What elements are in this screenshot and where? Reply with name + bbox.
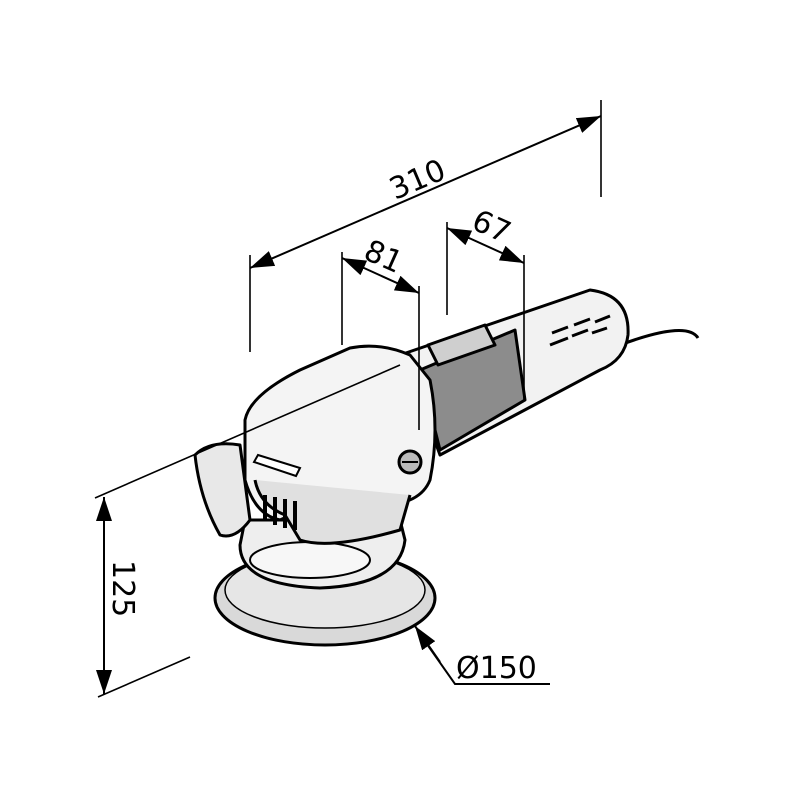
direction-arrow-icon [252, 453, 302, 478]
dimension-label-125: 125 [105, 560, 140, 617]
dimension-label-81: 81 [359, 233, 408, 281]
vent-slots-icon [549, 314, 611, 347]
sander-illustration [193, 288, 700, 647]
dimension-125: 125 [94, 364, 401, 698]
switch [426, 323, 497, 367]
sander-head [243, 344, 437, 522]
dimension-label-310: 310 [384, 153, 450, 208]
dimension-150: Ø150 [414, 625, 550, 686]
power-cable [619, 329, 700, 347]
dust-port [193, 442, 252, 538]
cooling-slots-icon [263, 495, 297, 530]
dimension-label-67: 67 [467, 203, 516, 251]
dimension-label-150: Ø150 [456, 651, 537, 686]
